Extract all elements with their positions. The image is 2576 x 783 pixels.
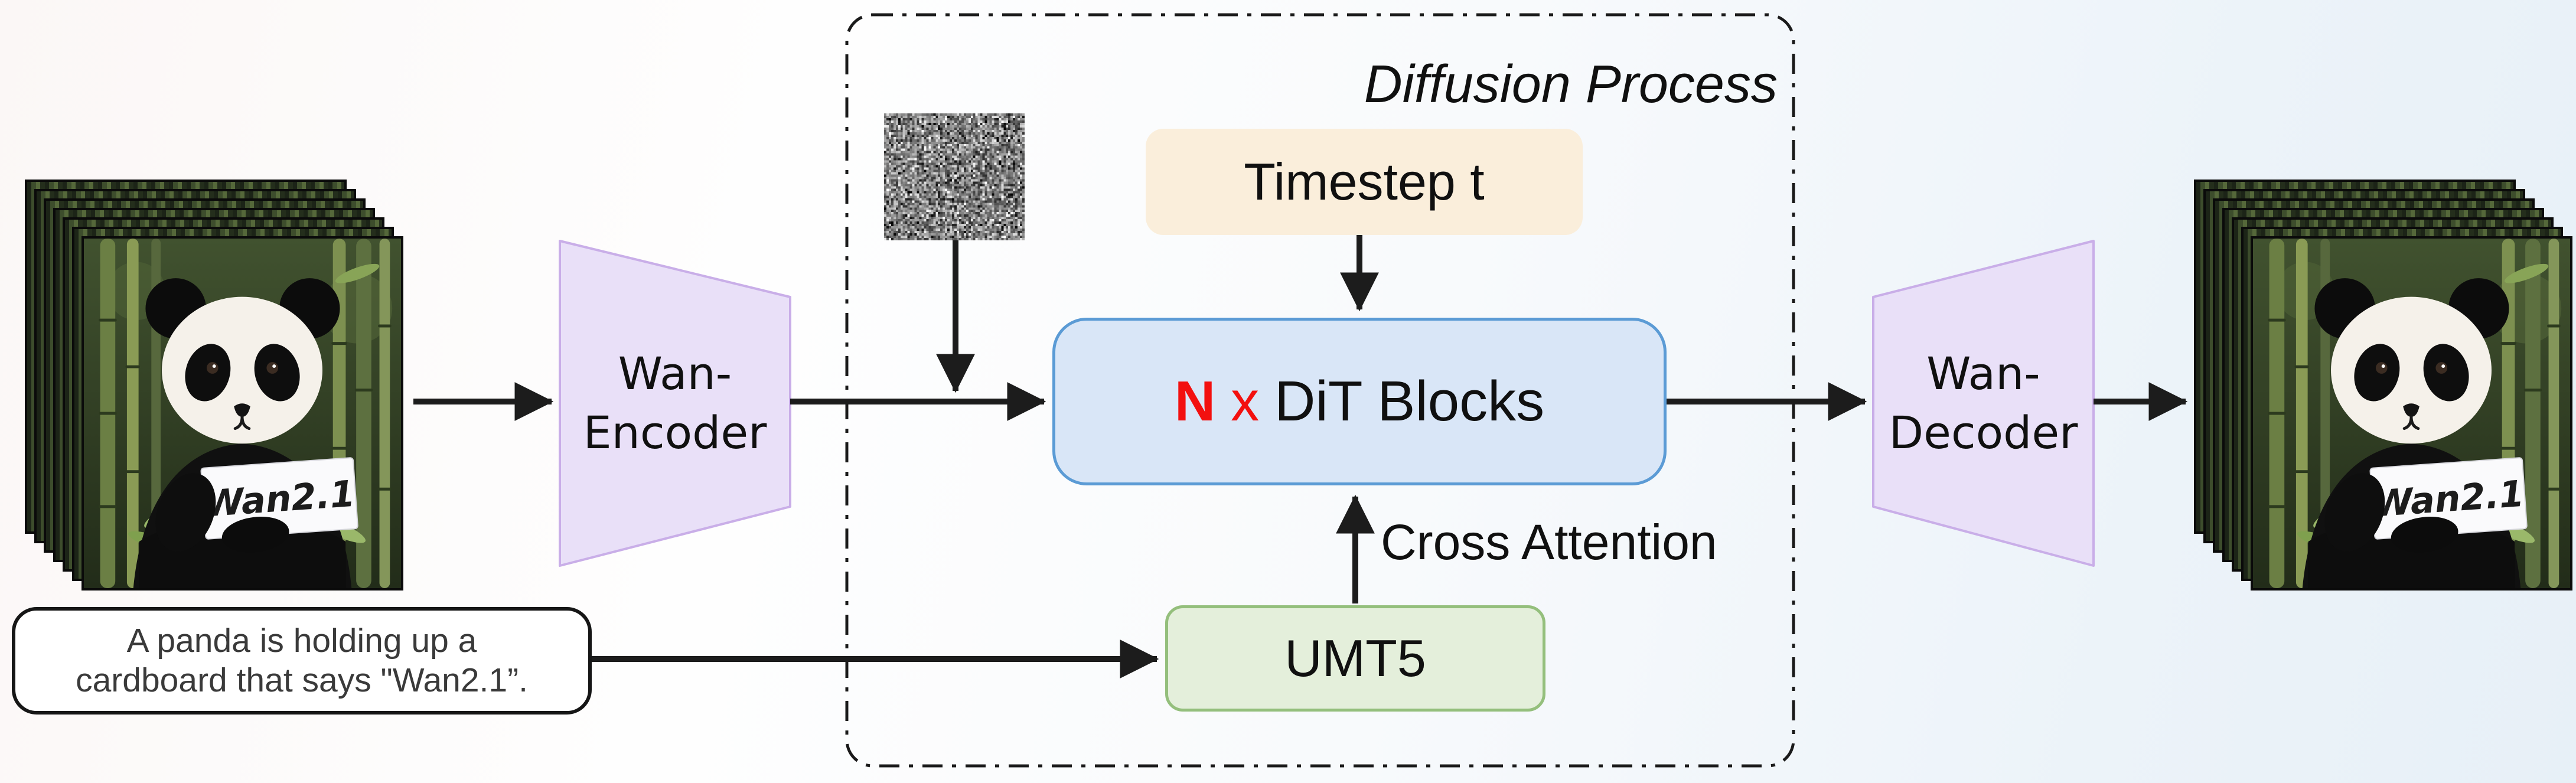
wan-encoder-label: Wan- Encoder [560, 241, 790, 566]
panda-photo: Wan2.1 [2253, 239, 2570, 588]
dit-times-symbol: x [1231, 370, 1260, 433]
noise-latent-image [884, 113, 1025, 240]
panda-photo: Wan2.1 [84, 239, 401, 588]
umt5-label: UMT5 [1284, 629, 1426, 687]
encoder-label-line1: Wan- [618, 347, 732, 400]
timestep-label: Timestep t [1244, 152, 1485, 211]
timestep-box: Timestep t [1146, 129, 1583, 235]
encoder-label-line2: Encoder [583, 406, 767, 459]
output-video-frame-front: Wan2.1 [2251, 236, 2572, 590]
dit-blocks-box: N x DiT Blocks [1052, 318, 1667, 485]
panda: Wan2.1 [2302, 278, 2528, 588]
prompt-text-box: A panda is holding up a cardboard that s… [12, 607, 592, 715]
wan-encoder-trapezoid [559, 240, 791, 567]
umt5-box: UMT5 [1165, 605, 1545, 712]
prompt-line-2: cardboard that says "Wan2.1”. [76, 661, 528, 699]
wan-decoder-label: Wan- Decoder [1873, 241, 2094, 566]
prompt-line-1: A panda is holding up a [126, 621, 477, 660]
cross-attention-label: Cross Attention [1381, 514, 1717, 570]
dit-blocks-label: DiT Blocks [1274, 370, 1545, 433]
decoder-label-line2: Decoder [1889, 406, 2078, 459]
dit-n-count: N [1174, 370, 1216, 433]
input-video-frame-front: Wan2.1 [81, 236, 403, 590]
diffusion-process-dashed-boundary [845, 13, 1795, 768]
wan-decoder-trapezoid [1872, 240, 2095, 567]
decoder-label-line1: Wan- [1926, 347, 2040, 400]
panda: Wan2.1 [133, 278, 358, 588]
diffusion-process-title: Diffusion Process [1364, 55, 1778, 114]
